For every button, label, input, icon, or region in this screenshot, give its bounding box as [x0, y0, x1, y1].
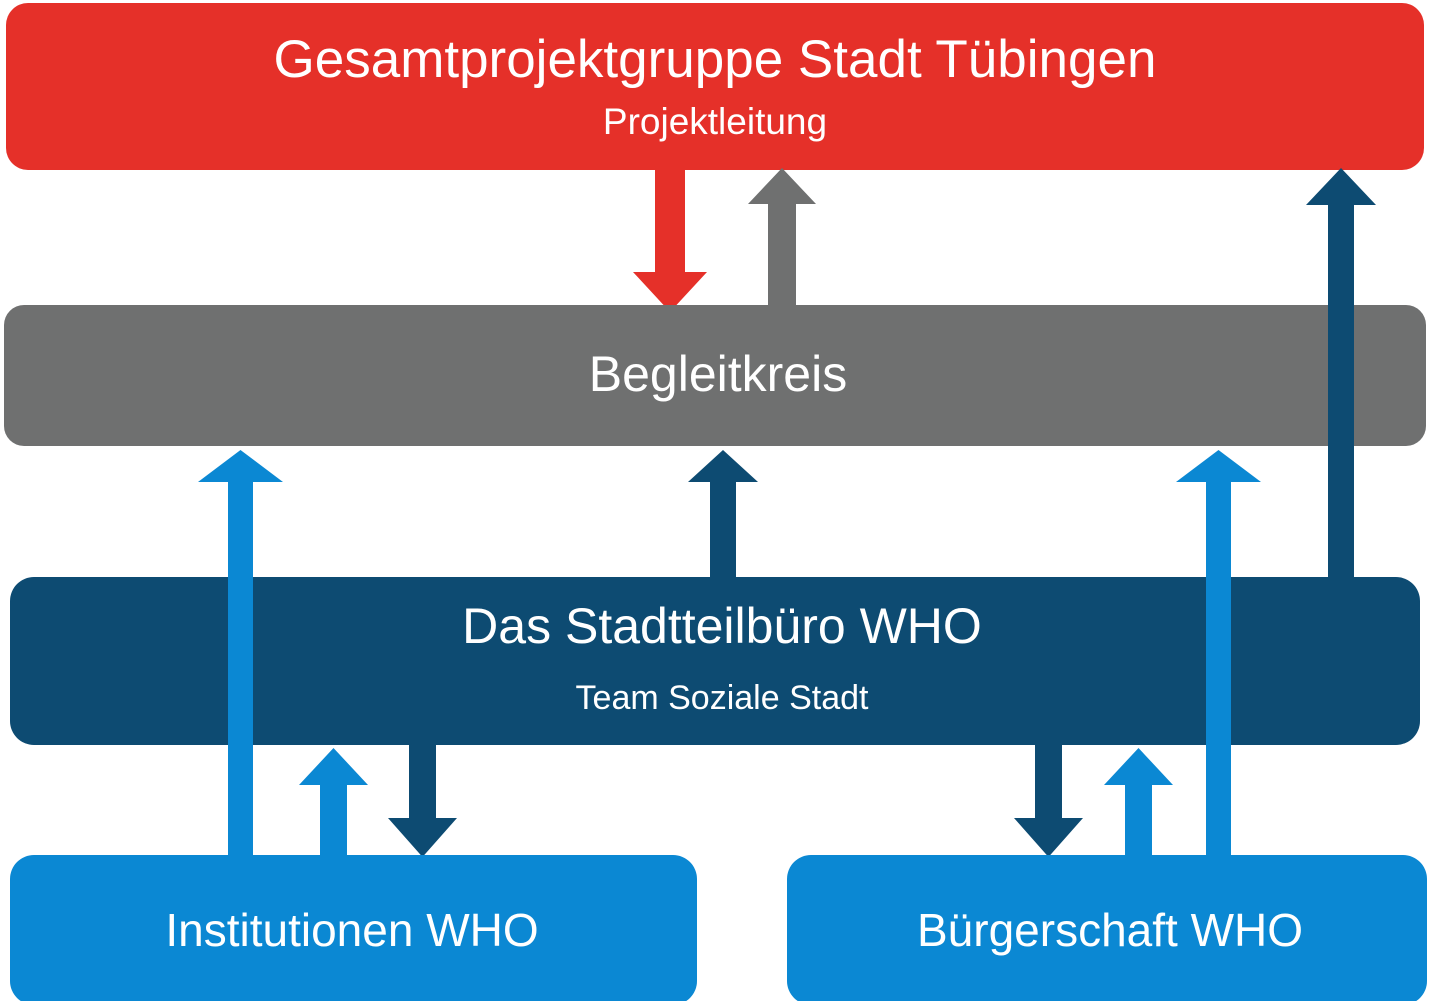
citizens-box[interactable]	[787, 855, 1427, 1001]
node-citizens[interactable]: Bürgerschaft WHO	[787, 855, 1427, 1001]
institutions-box[interactable]	[10, 855, 697, 1001]
connector-citizens-to-advisory-circle-overlay	[1206, 572, 1231, 750]
district-office-box[interactable]	[10, 577, 1420, 745]
connector-district-office-to-institutions	[388, 745, 457, 857]
connector-district-office-to-citizens	[1014, 745, 1083, 857]
connector-institutions-to-advisory-circle-overlay	[228, 572, 253, 750]
connector-project-group-to-advisory-circle	[633, 168, 707, 312]
node-advisory-circle[interactable]: Begleitkreis	[4, 305, 1426, 446]
advisory-circle-box[interactable]	[4, 305, 1426, 446]
node-institutions[interactable]: Institutionen WHO	[10, 855, 697, 1001]
connector-citizens-to-district-office	[1104, 748, 1173, 858]
district-office-subtitle: Team Soziale Stadt	[576, 679, 869, 717]
connector-institutions-to-district-office	[299, 748, 368, 858]
connector-district-office-to-advisory-circle	[688, 450, 758, 577]
advisory-circle-title: Begleitkreis	[589, 346, 847, 402]
citizens-title: Bürgerschaft WHO	[917, 904, 1303, 956]
connector-district-office-to-project-group	[1306, 168, 1376, 745]
project-group-box[interactable]	[6, 3, 1424, 170]
project-group-subtitle: Projektleitung	[603, 101, 827, 142]
connector-district-office-to-project-group-overlay	[1328, 300, 1354, 450]
node-district-office[interactable]: Das Stadtteilbüro WHO Team Soziale Stadt	[10, 577, 1420, 745]
institutions-title: Institutionen WHO	[165, 904, 538, 956]
project-group-title: Gesamtprojektgruppe Stadt Tübingen	[274, 30, 1157, 89]
connector-advisory-circle-to-project-group	[748, 168, 816, 308]
district-office-title: Das Stadtteilbüro WHO	[462, 598, 982, 654]
node-project-group[interactable]: Gesamtprojektgruppe Stadt Tübingen Proje…	[6, 3, 1424, 170]
